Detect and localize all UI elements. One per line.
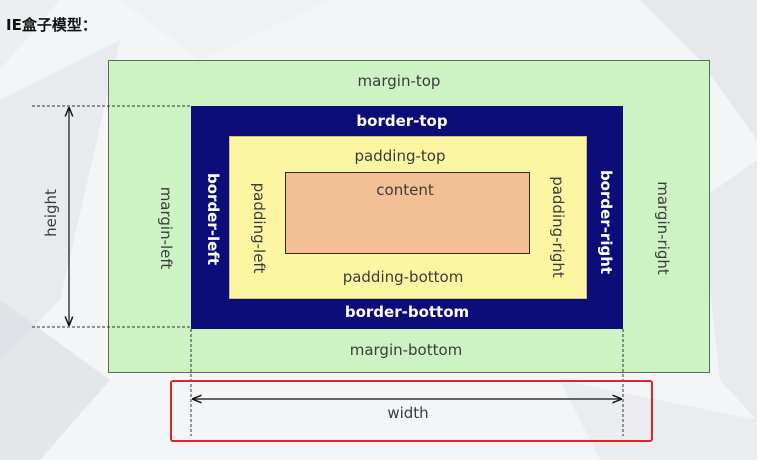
margin-right-label: margin-right: [654, 181, 672, 275]
border-top-label: border-top: [356, 112, 448, 130]
page-title: IE盒子模型：: [6, 16, 97, 34]
width-label: width: [387, 404, 429, 422]
border-left-label: border-left: [204, 173, 222, 265]
content-label: content: [376, 181, 434, 199]
height-label: height: [42, 189, 60, 237]
width-highlight-box: [170, 380, 653, 442]
padding-bottom-label: padding-bottom: [342, 268, 464, 286]
border-bottom-label: border-bottom: [344, 303, 470, 321]
padding-right-label: padding-right: [549, 176, 567, 278]
margin-bottom-label: margin-bottom: [349, 341, 463, 359]
padding-top-label: padding-top: [354, 147, 446, 165]
margin-left-label: margin-left: [157, 186, 175, 270]
content-area: [285, 172, 530, 254]
padding-left-label: padding-left: [250, 182, 268, 274]
margin-top-label: margin-top: [357, 72, 441, 90]
border-right-label: border-right: [597, 169, 615, 275]
